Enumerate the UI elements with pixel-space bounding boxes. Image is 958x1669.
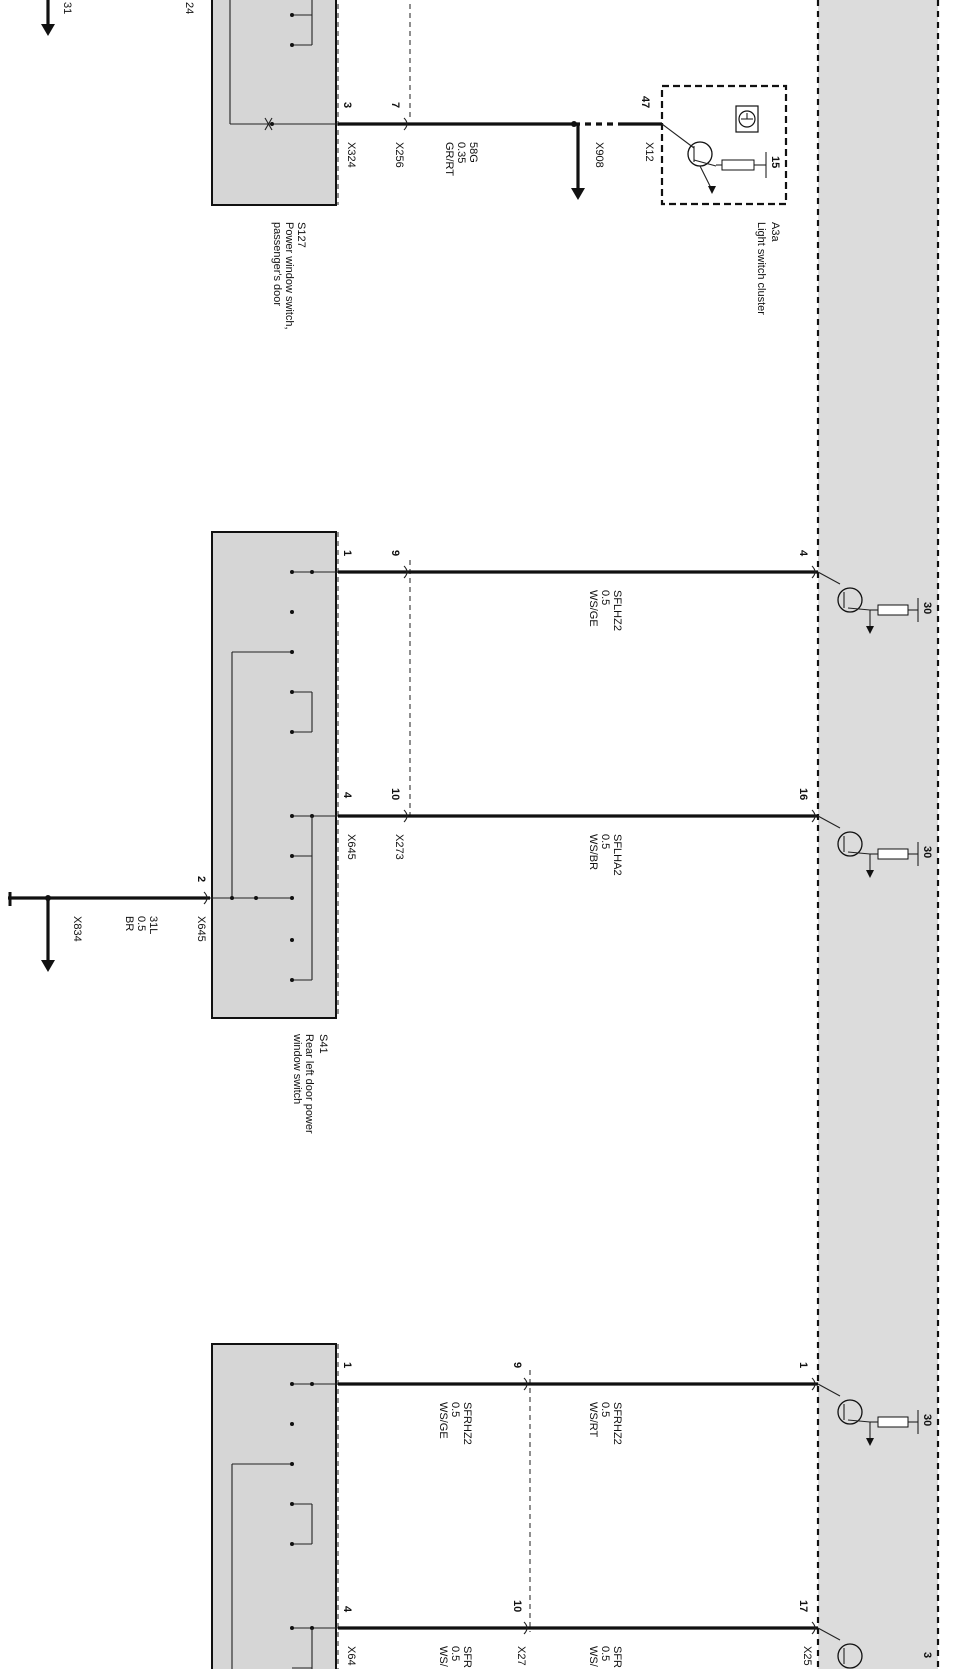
module-driver-bottom-1 [817, 1383, 919, 1446]
bottom-wire-1 [338, 1377, 818, 1391]
s41-pin-10: 10 [389, 788, 401, 800]
sflha2-color: WS/BR [587, 834, 599, 870]
31l-circuit: 31L [147, 916, 159, 934]
bottom-module-pin-1: 1 [797, 1362, 809, 1368]
s41-wire-sflha2 [338, 809, 818, 823]
s41-module-pin-16: 16 [797, 788, 809, 800]
bottom-switch-box [211, 1343, 338, 1669]
s41-terminal-30-b: 30 [921, 846, 933, 858]
31l-color: BR [123, 916, 135, 931]
bottom-terminal-partial: 3 [921, 1652, 933, 1658]
bottom-module-pin-17: 17 [797, 1600, 809, 1612]
s41-desc-2: window switch [291, 1033, 303, 1104]
s127-switch-box [211, 0, 338, 206]
s127-pin-3: 3 [341, 102, 353, 108]
bottom-pin-10: 10 [511, 1600, 523, 1612]
s41-ground-pin-2: 2 [195, 876, 207, 882]
s41-name: S41 [317, 1034, 329, 1054]
top-ground-arrow [41, 0, 55, 36]
bottom-right-color: WS/RT [587, 1402, 599, 1438]
s41-desc-1: Rear left door power [303, 1034, 315, 1134]
s41-pin-1: 1 [341, 550, 353, 556]
bottom-right-circuit: SFRHZ2 [611, 1402, 623, 1445]
sflha2-size: 0.5 [599, 834, 611, 849]
sflhz2-color: WS/GE [587, 590, 599, 627]
a3a-conn-x12: X12 [643, 142, 655, 162]
wire-58g-size: 0.35 [455, 142, 467, 163]
s41-pin-9: 9 [389, 550, 401, 556]
wire-58g-circuit: 58G [467, 142, 479, 163]
sflhz2-circuit: SFLHZ2 [611, 590, 623, 631]
sflhz2-size: 0.5 [599, 590, 611, 605]
module-driver-sflha2 [817, 815, 919, 878]
s41-conn-x645: X645 [345, 834, 357, 860]
s41-ground-wire [8, 891, 210, 972]
wire-58g-color: GR/RT [443, 142, 455, 176]
bottom-wire-2 [338, 1621, 818, 1635]
s127-desc-1: Power window switch, [283, 222, 295, 330]
module-driver-sflhz2 [817, 571, 919, 634]
bottom-right-size-partial: 0.5 [599, 1646, 611, 1661]
bottom-conn-x27: X27 [515, 1646, 527, 1666]
s41-conn-x273: X273 [393, 834, 405, 860]
bottom-right-color-partial: WS/ [587, 1646, 599, 1668]
bottom-left-circuit-partial: SFR [461, 1646, 473, 1668]
a3a-light-switch-cluster [660, 84, 788, 206]
31l-size: 0.5 [135, 916, 147, 931]
s127-pin-7: 7 [389, 102, 401, 108]
bottom-conn-x25: X25 [801, 1646, 813, 1666]
bottom-right-size: 0.5 [599, 1402, 611, 1417]
s127-name: S127 [295, 222, 307, 248]
bottom-right-circuit-partial: SFR [611, 1646, 623, 1668]
bottom-pin-4: 4 [341, 1606, 353, 1613]
bottom-terminal-30: 30 [921, 1414, 933, 1426]
bottom-left-color: WS/GE [437, 1402, 449, 1439]
top-ref-box: 24 [183, 2, 195, 14]
s41-wire-sflhz2 [338, 565, 818, 579]
s127-conn-x324: X324 [345, 142, 357, 168]
a3a-name: A3a [769, 222, 781, 242]
s41-pin-4: 4 [341, 792, 353, 799]
s127-desc-2: passenger's door [271, 222, 283, 306]
x908-label: X908 [593, 142, 605, 168]
s41-module-pin-4: 4 [797, 550, 809, 557]
s41-terminal-30-a: 30 [921, 602, 933, 614]
s127-conn-x256: X256 [393, 142, 405, 168]
top-ref-left: 31 [61, 2, 73, 14]
bottom-left-size-partial: 0.5 [449, 1646, 461, 1661]
module-driver-bottom-2 [817, 1627, 863, 1669]
control-module [816, 0, 940, 1669]
s41-switch-box [210, 531, 338, 1019]
a3a-terminal-15: 15 [769, 156, 781, 168]
wire-58g [338, 117, 662, 200]
a3a-pin-47: 47 [639, 96, 651, 108]
bottom-left-size: 0.5 [449, 1402, 461, 1417]
bottom-conn-x64: X64 [345, 1646, 357, 1666]
ground-x834: X834 [71, 916, 83, 942]
a3a-desc: Light switch cluster [755, 222, 767, 315]
s41-ground-conn-x645: X645 [195, 916, 207, 942]
bottom-pin-9: 9 [511, 1362, 523, 1368]
bottom-left-color-partial: WS/ [437, 1646, 449, 1668]
bottom-left-circuit: SFRHZ2 [461, 1402, 473, 1445]
sflha2-circuit: SFLHA2 [611, 834, 623, 876]
bottom-pin-1: 1 [341, 1362, 353, 1368]
